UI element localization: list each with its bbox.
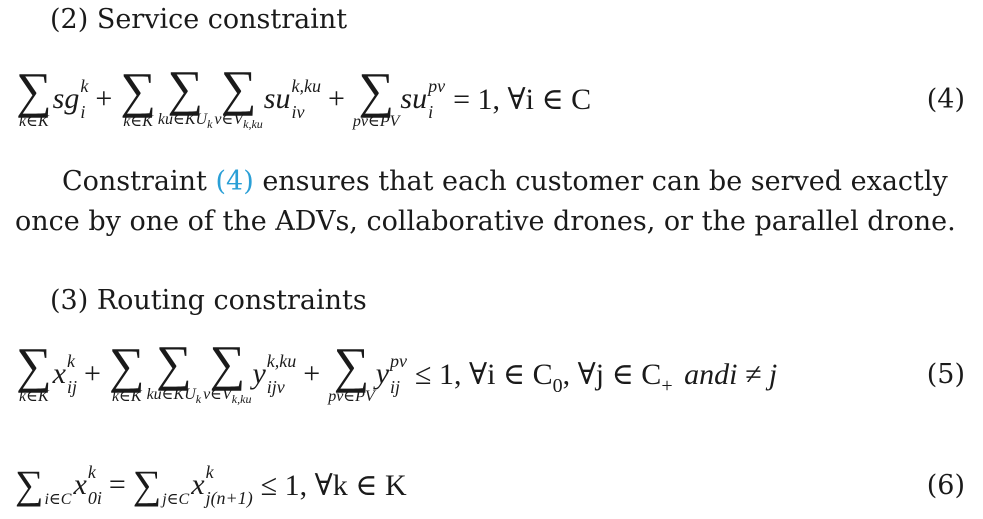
summation-v: ∑v∈Vk,ku [214,59,263,132]
summation-k-2: ∑k∈K [108,337,145,405]
equation-number-5: (5) [926,358,965,390]
summation-k: ∑k∈K [16,62,52,130]
equation-number-4: (4) [926,83,965,115]
section-heading-service: (2) Service constraint [50,4,348,35]
equation-number-6: (6) [926,469,965,501]
paragraph-constraint-4: Constraint (4) ensures that each custome… [15,166,956,237]
summation-pv: ∑pv∈PV [328,337,375,405]
equation-ref-link[interactable]: (4) [215,166,254,197]
summation-pv: ∑pv∈PV [352,62,400,130]
summation-k: ∑k∈K [16,337,52,405]
summation-j: ∑j∈C [132,462,190,509]
summation-ku: ∑ku∈KUk [146,334,202,407]
section-heading-routing: (3) Routing constraints [50,285,367,316]
summation-i: ∑i∈C [15,462,72,509]
summation-k-2: ∑k∈K [120,62,156,130]
summation-v: ∑v∈Vk,ku [203,334,252,407]
summation-ku: ∑ku∈KUk [157,59,213,132]
equation-4-rhs: = 1, ∀i ∈ C [453,82,592,116]
equation-5-rhs: ≤ 1, ∀i ∈ C0, ∀j ∈ C+ andi ≠ j [415,357,778,397]
equation-6-rhs: ≤ 1, ∀k ∈ K [260,468,407,502]
